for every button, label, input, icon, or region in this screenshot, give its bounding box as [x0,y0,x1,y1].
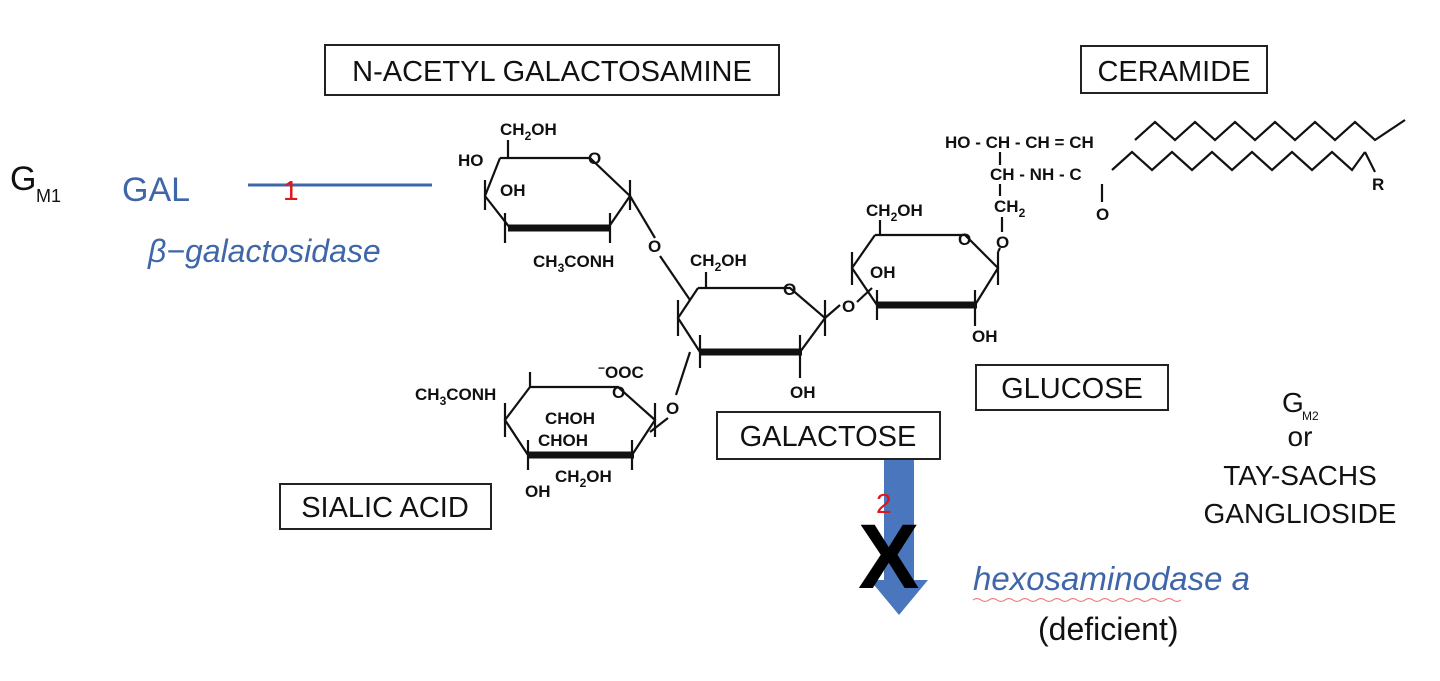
gm2-label: G M2 or TAY-SACHS GANGLIOSIDE [1204,387,1397,529]
ring4-o: O [612,383,625,402]
glucose-text: GLUCOSE [1001,373,1143,405]
ring1-o: O [588,149,601,168]
galactose-text: GALACTOSE [740,421,917,453]
ring1-ch3conh: CH3CONH [533,252,614,275]
ceramide-text: CERAMIDE [1097,56,1250,88]
label-n-acetyl-galactosamine: N-ACETYL GALACTOSAMINE [324,44,780,96]
step-1-marker: 1 [283,175,299,206]
label-ceramide: CERAMIDE [1080,45,1268,94]
hexosaminidase-label: hexosaminodase a [973,560,1250,597]
step-2-marker: 2 [876,488,892,519]
block-x-mark: X [858,506,919,608]
ceramide-r-group: R [1372,175,1384,194]
ring-glucose: CH2OH O OH OH [850,201,1001,346]
label-galactose: GALACTOSE [716,411,941,460]
gm2-letter: G [1282,387,1304,418]
ring4-oh: OH [525,482,551,501]
ring3-oh-a: OH [870,263,896,282]
ring4-ch2oh: CH2OH [555,467,612,490]
ring3-ch2oh: CH2OH [866,201,923,224]
ring-n-acetyl-galactosamine: CH2OH HO OH O CH3CONH [458,120,656,275]
beta-galactosidase-label: β−galactosidase [147,233,381,269]
ceramide-chain: HO - CH - CH = CH CH - NH - C CH2 O O R [945,119,1406,252]
ring2-ch2oh: CH2OH [690,251,747,274]
ring3-o: O [958,230,971,249]
link-o-2: O [842,297,855,316]
ring4-ch3conh: CH3CONH [415,385,496,408]
ceramide-ch2: CH2 [994,197,1026,220]
sialic-text: SIALIC ACID [301,492,469,524]
gm1-label: G M1 [10,160,61,206]
hexosaminidase-block: X 2 [858,460,928,615]
ceramide-link-o: O [996,233,1009,252]
n-acetyl-text: N-ACETYL GALACTOSAMINE [352,56,752,88]
ring3-oh-b: OH [972,327,998,346]
ring4-ooc: −OOC [598,361,644,382]
ring1-oh: OH [500,181,526,200]
label-glucose: GLUCOSE [975,364,1169,411]
ring-sialic-acid: CH3CONH −OOC O CHOH CHOH OH CH2OH [415,361,657,501]
gm2-or: or [1288,421,1313,452]
gm2-tay-sachs: TAY-SACHS [1223,460,1377,491]
ring2-oh: OH [790,383,816,402]
gm1-subscript: M1 [36,186,61,206]
ring-galactose: CH2OH O OH [676,251,827,402]
ring4-choh-1: CHOH [545,409,595,428]
label-sialic-acid: SIALIC ACID [279,483,492,530]
link-o-3: O [666,399,679,418]
gm2-subscript: M2 [1302,409,1319,423]
ring4-choh-2: CHOH [538,431,588,450]
ring2-o: O [783,280,796,299]
ceramide-carbonyl-o: O [1096,205,1109,224]
spellcheck-underline [972,597,1182,603]
gm2-ganglioside: GANGLIOSIDE [1204,498,1397,529]
ceramide-row-1: HO - CH - CH = CH [945,133,1094,152]
deficient-label: (deficient) [1038,611,1179,647]
ceramide-row-2: CH - NH - C [990,165,1082,184]
ring1-ch2oh: CH2OH [500,120,557,143]
gm1-letter: G [10,160,36,198]
gal-label: GAL [122,171,190,209]
ring1-ho: HO [458,151,484,170]
link-o-1: O [648,237,661,256]
